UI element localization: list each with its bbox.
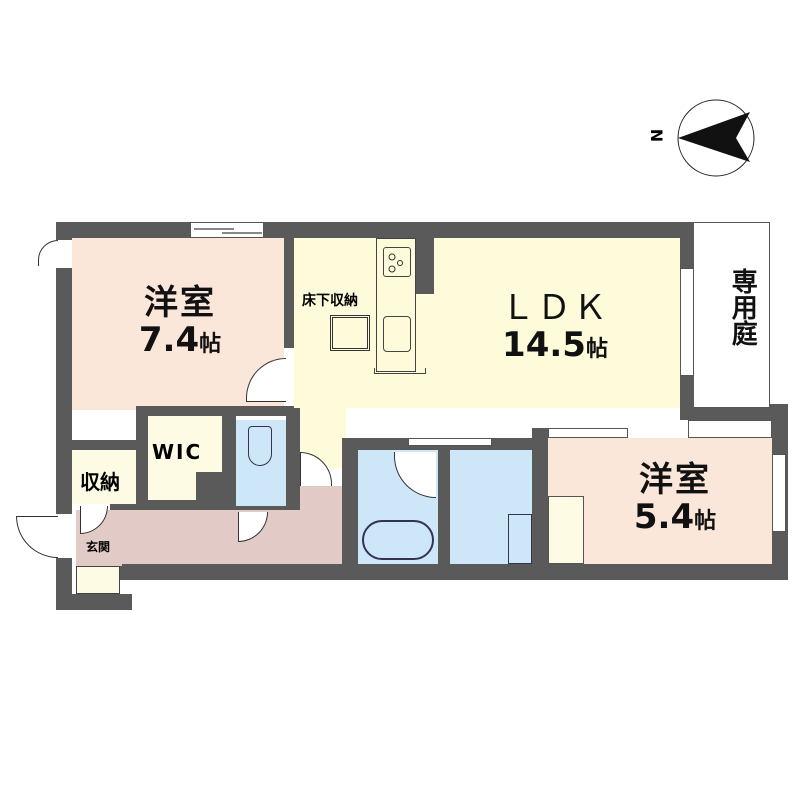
hallway	[122, 510, 342, 564]
window[interactable]	[680, 268, 694, 376]
bedroom-1-label: 洋室 7.4帖	[110, 283, 250, 360]
storage-label: 収納	[80, 470, 120, 494]
room-bedroom-2	[548, 438, 772, 564]
hallway-upper	[300, 486, 342, 516]
window-sash	[194, 228, 234, 230]
underfloor-storage-hatch[interactable]	[330, 315, 370, 351]
counter-edge	[374, 368, 426, 374]
room-ldk	[294, 238, 680, 408]
bedroom-1-name: 洋室	[144, 283, 216, 323]
shoe-cabinet	[76, 566, 120, 594]
window[interactable]	[548, 428, 628, 438]
window[interactable]	[190, 222, 264, 238]
bedroom-2-area-value: 5.4	[633, 497, 695, 538]
window[interactable]	[408, 438, 492, 446]
interior-wall	[342, 438, 358, 568]
interior-wall	[284, 238, 294, 348]
interior-wall	[532, 428, 548, 568]
interior-wall	[72, 440, 146, 450]
ldk-door[interactable]	[300, 452, 332, 486]
toilet-icon	[248, 426, 272, 466]
exterior-wall	[120, 564, 788, 580]
closet-shelf	[72, 410, 136, 440]
ldk-area-value: 14.5	[502, 325, 586, 366]
bedroom-2-area: 5.4帖	[610, 499, 740, 536]
bedroom-2-area-unit: 帖	[694, 509, 717, 535]
sink-icon	[383, 316, 411, 352]
door-opening	[56, 240, 72, 268]
washing-machine-icon	[508, 514, 532, 564]
bedroom-2-label: 洋室 5.4帖	[610, 460, 740, 537]
window-sash	[222, 232, 262, 234]
entrance-label: 玄関	[86, 540, 111, 554]
garden-name: 専用庭	[727, 268, 758, 346]
compass: N	[640, 99, 760, 177]
room-storage	[72, 450, 136, 504]
window[interactable]	[772, 454, 786, 532]
ldk-area: 14.5帖	[490, 327, 620, 364]
exterior-wall	[56, 594, 132, 610]
wic-label: WIC	[152, 440, 203, 464]
north-arrow-icon	[677, 99, 755, 177]
front-door-opening	[56, 514, 72, 558]
stove-icon	[383, 247, 411, 277]
interior-wall	[414, 238, 434, 294]
underfloor-storage-label: 床下収納	[302, 293, 358, 309]
closet	[548, 496, 584, 564]
interior-wall	[438, 450, 450, 568]
interior-wall	[222, 406, 236, 506]
ldk-label: ＬＤＫ 14.5帖	[490, 288, 620, 365]
private-garden	[694, 222, 770, 408]
closet-shelf	[688, 420, 772, 438]
interior-wall	[196, 472, 222, 500]
bedroom-2-name: 洋室	[639, 460, 711, 500]
front-door[interactable]	[16, 516, 58, 558]
exterior-wall	[56, 222, 718, 238]
interior-wall	[136, 406, 148, 506]
bedroom-1-area: 7.4帖	[110, 322, 250, 359]
exterior-wall	[56, 222, 72, 610]
exterior-wall	[680, 404, 788, 420]
interior-wall	[136, 406, 296, 416]
ldk-area-unit: 帖	[585, 337, 608, 363]
garden-label: 専用庭	[722, 268, 762, 353]
bedroom-1-area-unit: 帖	[199, 332, 222, 358]
interior-wall	[286, 406, 300, 506]
balcony-door[interactable]	[38, 240, 58, 266]
bathtub-icon	[362, 520, 434, 560]
room-washroom	[450, 450, 532, 564]
ldk-name: ＬＤＫ	[501, 288, 609, 328]
bedroom-1-area-value: 7.4	[138, 320, 200, 361]
